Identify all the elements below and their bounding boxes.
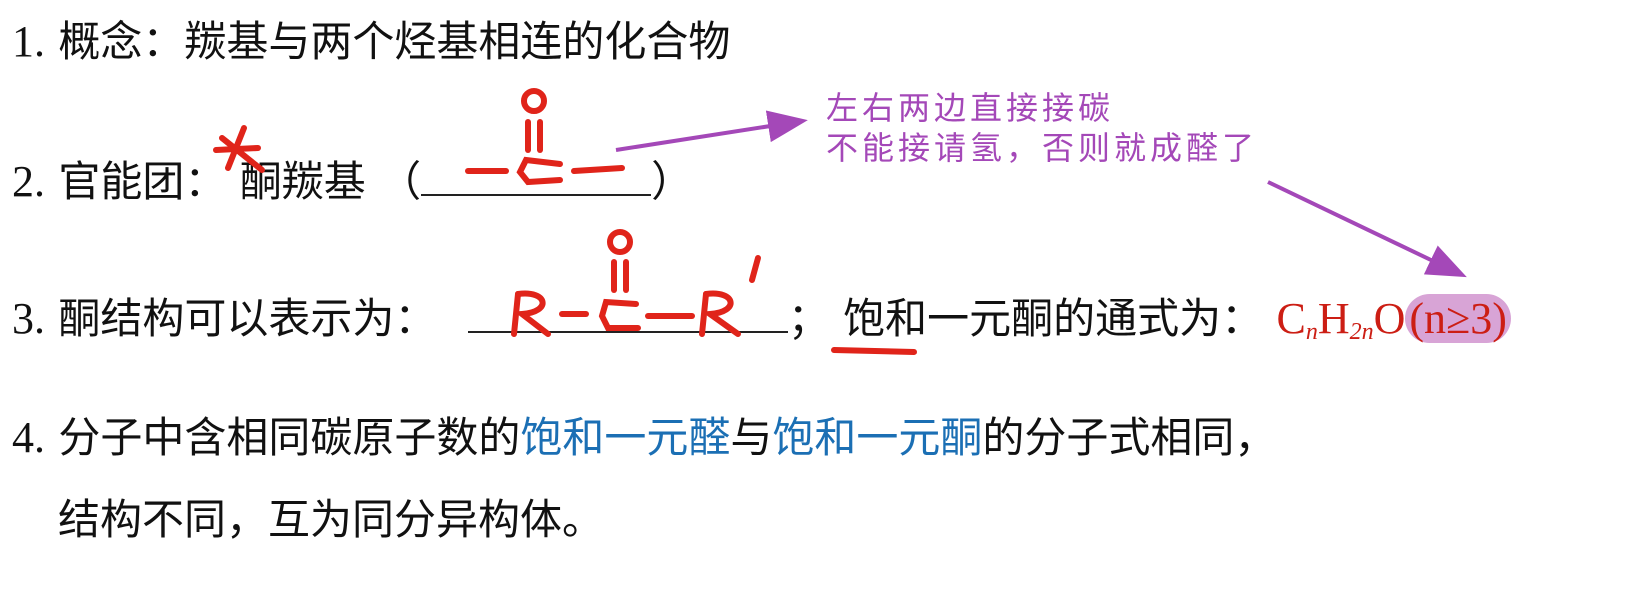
ketone-structure-label: 酮结构可以表示为：: [58, 294, 437, 343]
isomer-text-1: 分子中含相同碳原子数的: [58, 413, 521, 462]
underline-mark: [831, 347, 917, 355]
general-formula-label: 饱和一元酮的通式为：: [843, 294, 1264, 343]
star-mark: [213, 125, 265, 173]
item-number-4: 4.: [12, 413, 45, 462]
isomer-continuation: 结构不同，互为同分异构体。: [58, 494, 604, 546]
arrow-to-formula-condition: [1267, 180, 1467, 278]
isomer-line: 4. 分子中含相同碳原子数的饱和一元醛与饱和一元酮的分子式相同，: [12, 412, 1276, 464]
ketone-structure-blank: [467, 293, 788, 333]
functional-group-label: 官能团：: [58, 157, 227, 206]
functional-group-blank: [421, 156, 652, 196]
concept-line: 1. 概念：羰基与两个烃基相连的化合物: [12, 16, 730, 68]
ketone-structure-drawing: [511, 229, 761, 337]
formula-condition-highlight: (n≥3): [1405, 294, 1511, 343]
close-paren: ）: [651, 157, 694, 206]
isomer-text-4: 结构不同，互为同分异构体。: [58, 495, 605, 544]
concept-text: 概念：羰基与两个烃基相连的化合物: [58, 17, 731, 66]
isomer-text-3: 的分子式相同，: [982, 413, 1277, 462]
item-number-2: 2.: [12, 157, 45, 206]
ketone-term: 饱和一元酮: [772, 413, 983, 462]
annotation-line-2: 不能接请氢，否则就成醛了: [826, 129, 1259, 167]
carbonyl-drawing: [465, 88, 625, 186]
annotation-note: 左右两边直接接碳 不能接请氢，否则就成醛了: [826, 88, 1258, 168]
item-number-3: 3.: [12, 294, 45, 343]
annotation-line-1: 左右两边直接接碳: [826, 89, 1115, 127]
open-paren: （: [379, 157, 422, 206]
general-formula: CnH2nO(n≥3): [1276, 294, 1511, 345]
functional-group-line: 2. 官能团： 酮羰基 （）: [12, 156, 693, 208]
line3-separator: ；: [787, 294, 830, 343]
item-number-1: 1.: [12, 17, 45, 66]
ketone-structure-line: 3. 酮结构可以表示为： ； 饱和一元酮的通式为： CnH2nO(n≥3): [12, 293, 1511, 358]
arrow-to-carbonyl-note: [615, 110, 808, 152]
isomer-text-2: 与: [730, 413, 773, 462]
aldehyde-term: 饱和一元醛: [520, 413, 731, 462]
